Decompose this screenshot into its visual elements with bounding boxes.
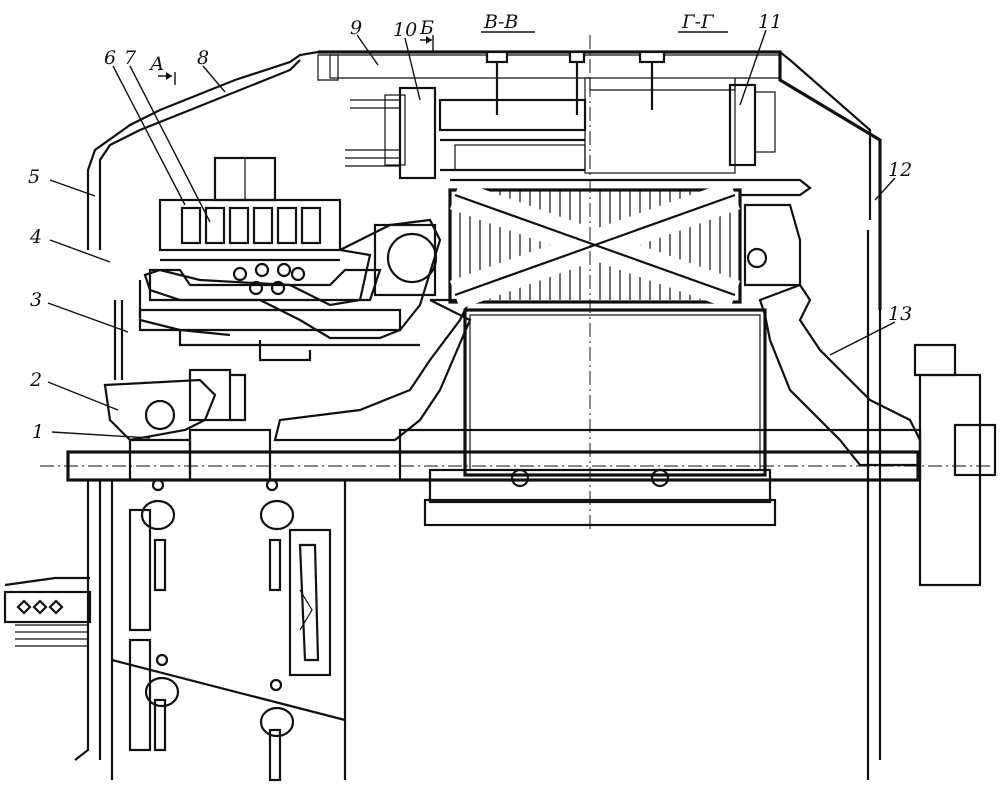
rectifier-block — [148, 156, 382, 302]
label-part-10: 10 — [393, 19, 417, 41]
right-end-shield — [758, 283, 997, 587]
label-part-5: 5 — [28, 166, 40, 188]
label-part-2: 2 — [29, 369, 42, 391]
section-arrows — [158, 36, 432, 80]
bearing — [103, 368, 247, 442]
rotor-hub — [463, 308, 767, 488]
shaft — [40, 428, 1000, 527]
stator-winding-left — [345, 86, 587, 180]
housing-outline — [74, 50, 882, 780]
label-part-13: 13 — [888, 303, 912, 325]
brush-holder — [113, 223, 438, 380]
label-part-11: 11 — [758, 11, 782, 33]
label-part-8: 8 — [197, 47, 209, 69]
section-mark-vv: В-В — [483, 11, 518, 33]
label-part-4: 4 — [29, 226, 42, 248]
leader-lines — [47, 29, 896, 439]
label-part-12: 12 — [888, 159, 912, 181]
stator-yoke — [317, 54, 781, 174]
part-labels: 1 2 3 4 5 6 7 8 9 10 11 12 13 А Б В-В Г-… — [28, 11, 912, 443]
label-part-1: 1 — [32, 421, 44, 443]
lower-bracket — [3, 478, 346, 782]
label-part-9: 9 — [350, 17, 362, 39]
section-mark-b: Б — [419, 17, 434, 39]
label-part-7: 7 — [124, 47, 137, 69]
section-mark-a: А — [148, 53, 164, 75]
rotor-core — [448, 178, 742, 310]
section-mark-gg: Г-Г — [681, 11, 715, 33]
label-part-6: 6 — [104, 47, 116, 69]
stator-winding-right — [728, 83, 812, 287]
label-part-3: 3 — [30, 289, 42, 311]
top-bolts — [485, 50, 666, 115]
